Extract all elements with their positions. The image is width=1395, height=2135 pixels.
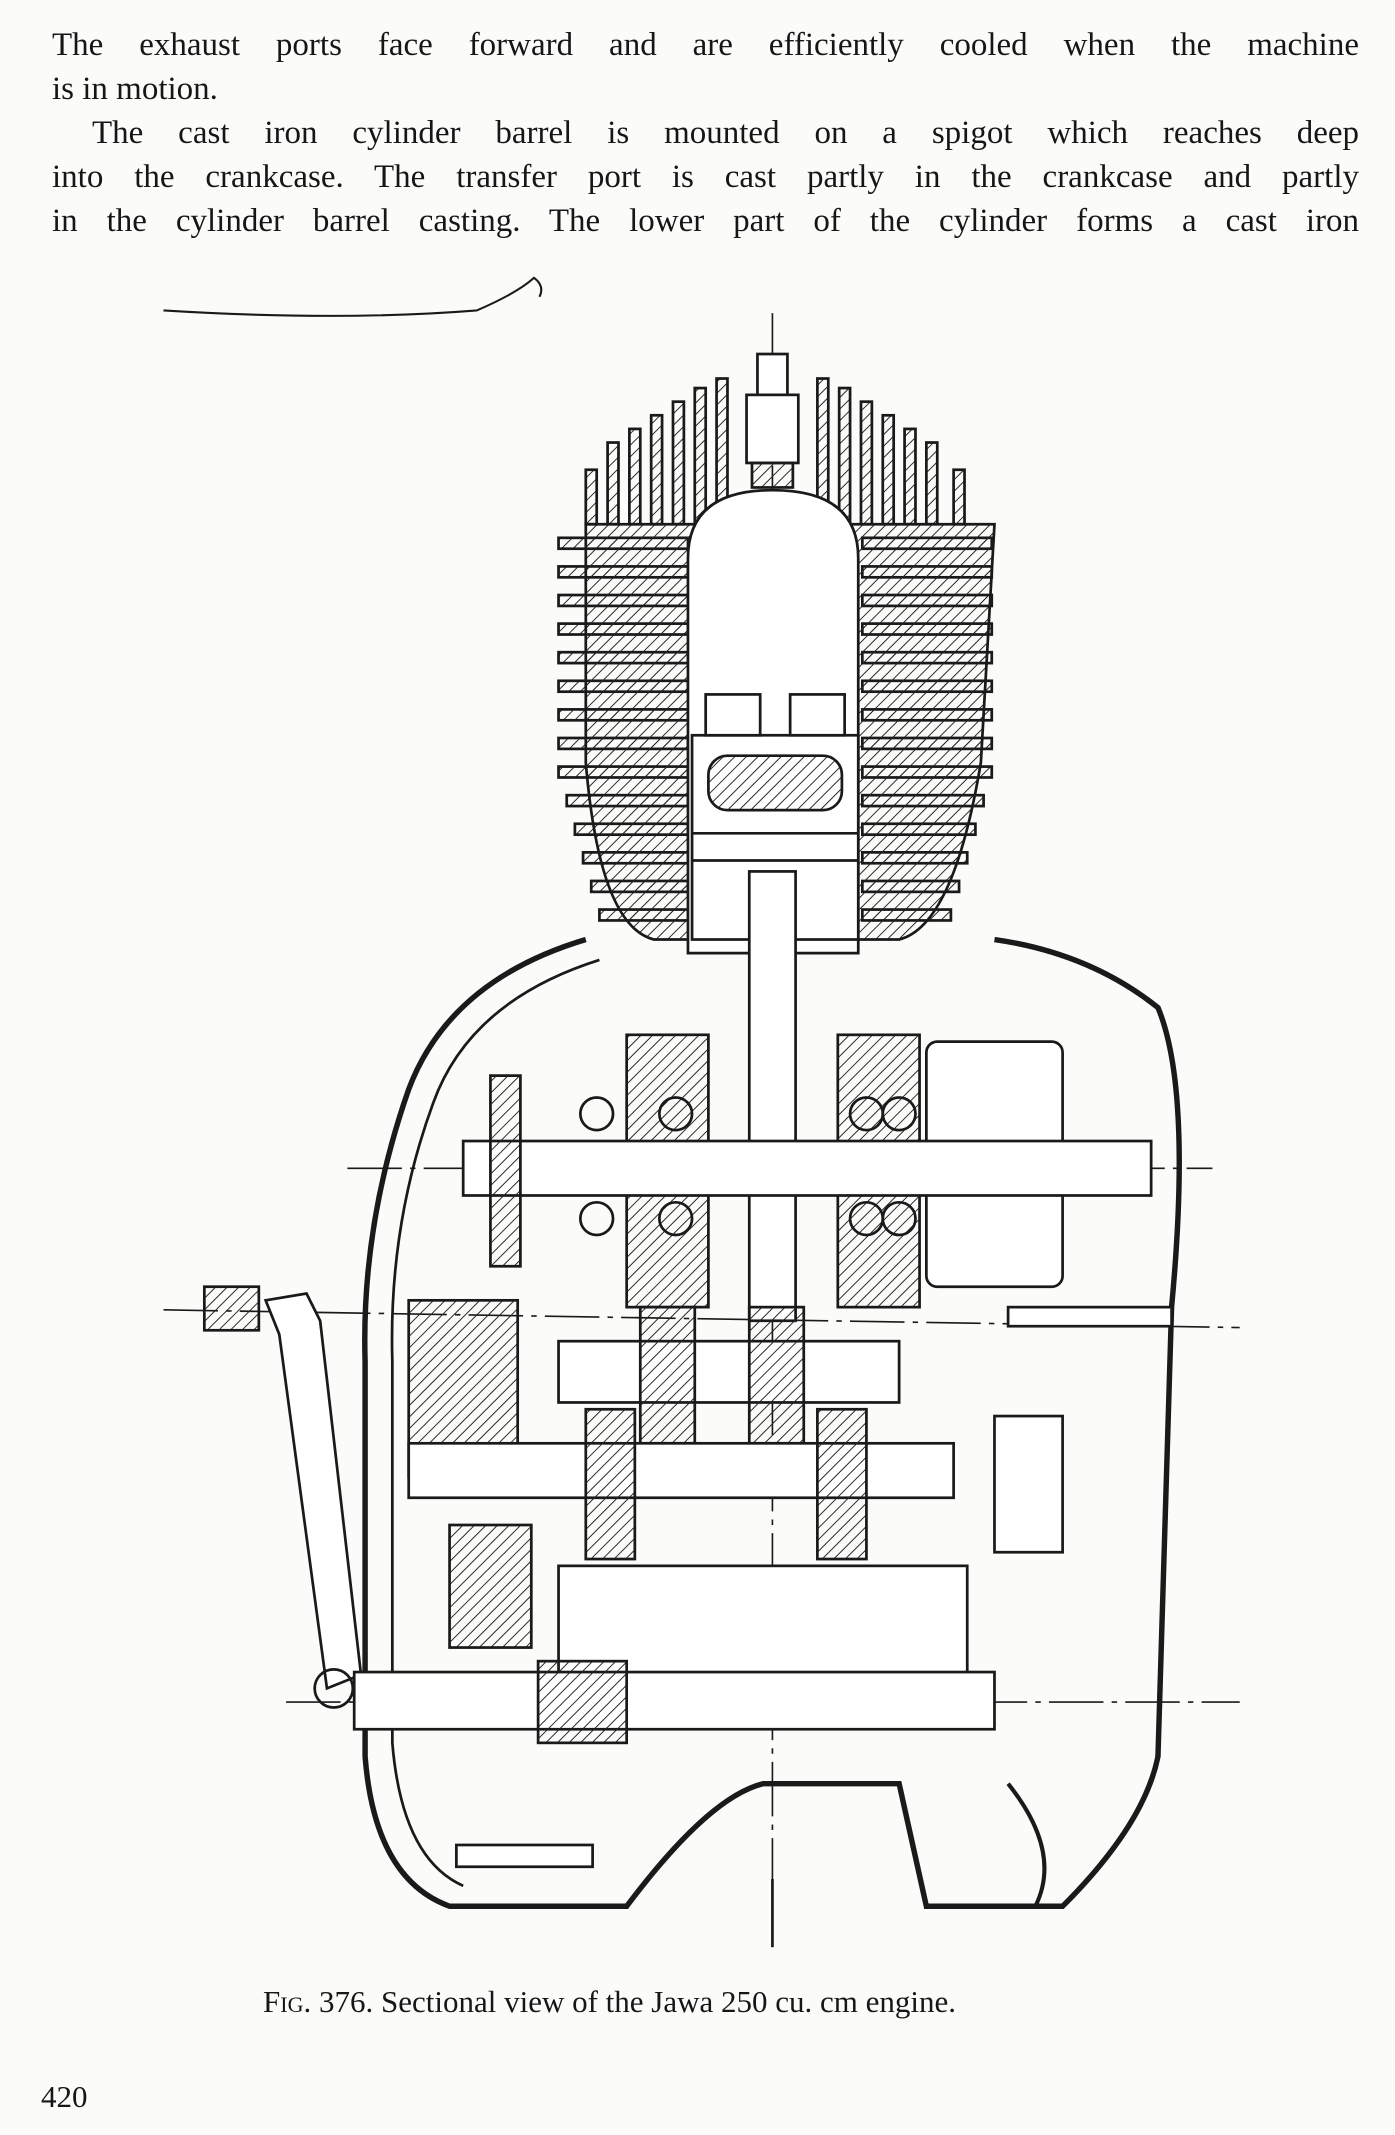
crankcase-outline: [362, 936, 1182, 1909]
footrest-bolt: [455, 1843, 594, 1869]
figure-label: Fig.: [263, 1984, 312, 2019]
connecting-rod: [747, 870, 797, 1323]
figure-caption-text: 376. Sectional view of the Jawa 250 cu. …: [311, 1984, 957, 2019]
page-number: 420: [41, 2079, 88, 2114]
gearbox: [407, 1298, 1173, 1677]
cylinder-head-fins: [584, 377, 966, 526]
spark-plug: [745, 352, 800, 489]
figure-caption: Fig. 376. Sectional view of the Jawa 250…: [263, 1982, 956, 2022]
stray-stroke: [163, 276, 543, 317]
text-line: into the crankcase. The transfer port is…: [52, 159, 1359, 195]
text-line: The cast iron cylinder barrel is mounted…: [92, 115, 1359, 151]
text-line: The exhaust ports face forward and are e…: [52, 27, 1359, 63]
main-bearings: [578, 1096, 917, 1237]
rear-lug: [1006, 1782, 1047, 1908]
text-line: in the cylinder barrel casting. The lowe…: [52, 203, 1359, 239]
sprocket: [489, 1074, 522, 1268]
kickstart-lever: [202, 1285, 996, 1745]
text-line: is in motion.: [52, 71, 218, 107]
crankshaft: [461, 1139, 1153, 1197]
